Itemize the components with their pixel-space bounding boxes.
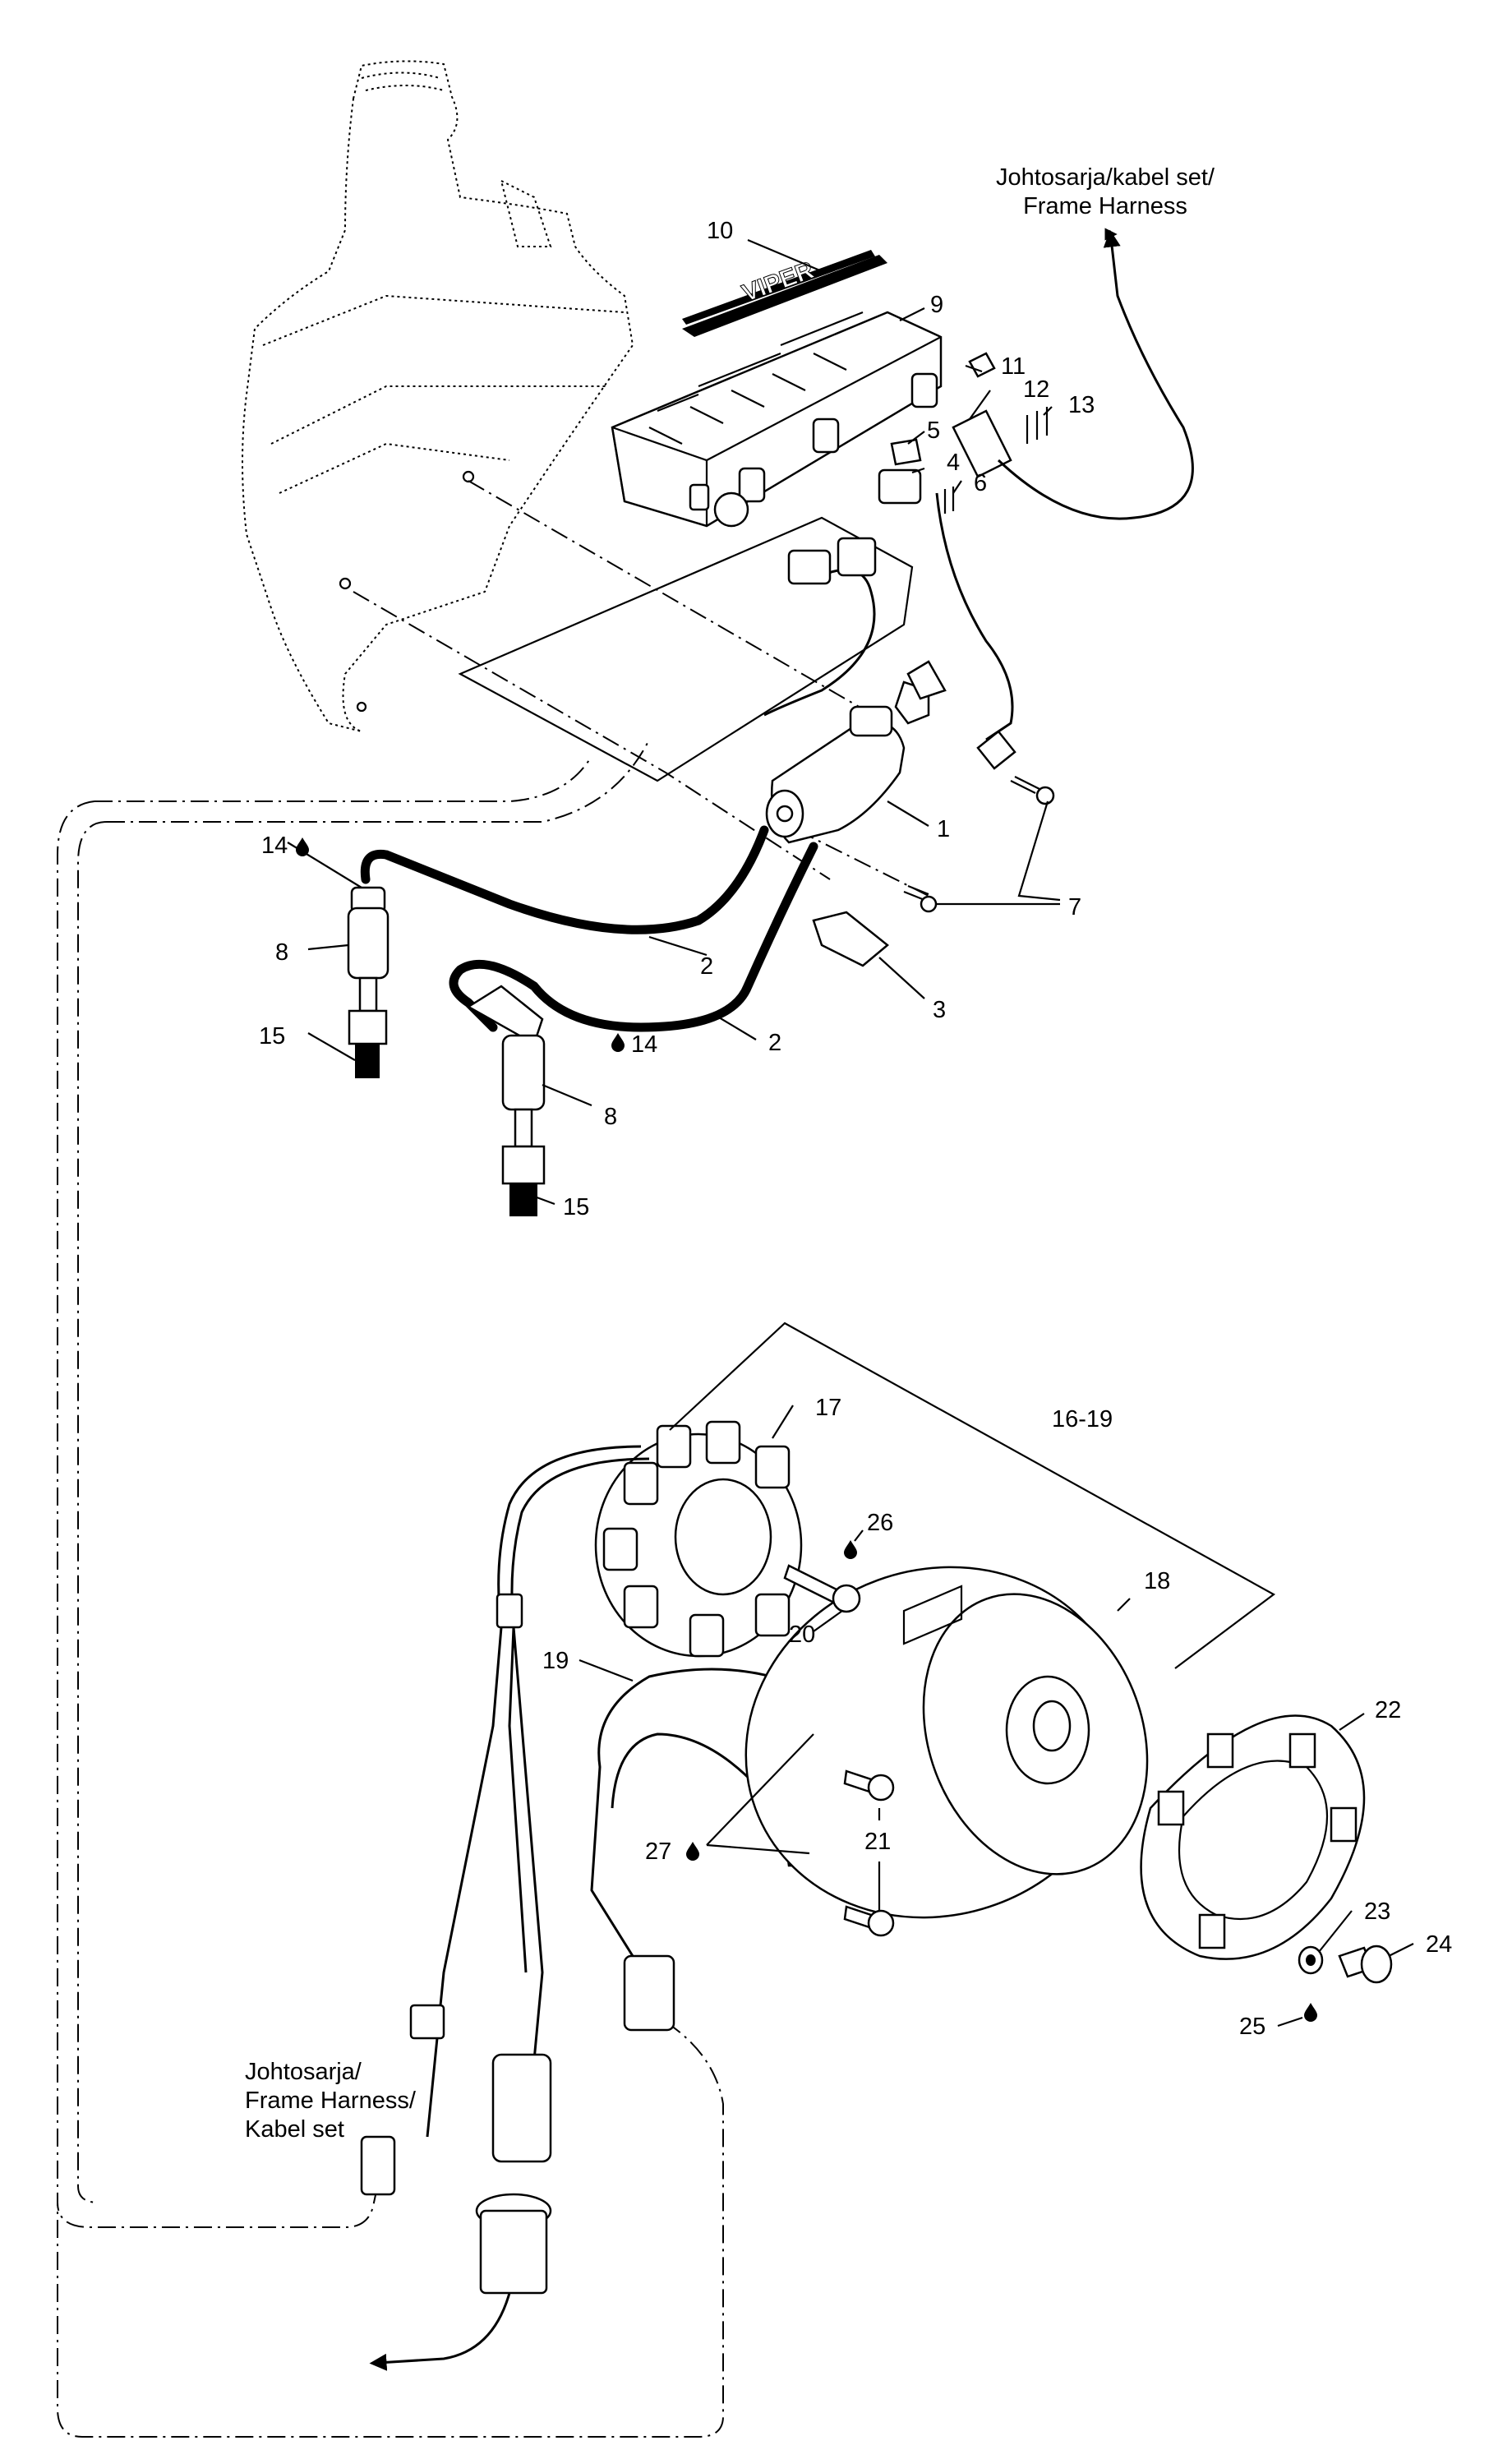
bolts [783,1564,895,1937]
spark-plug-cap-right [466,985,546,1111]
callout-21: 21 [864,1829,891,1855]
harness-bottom-line2: Frame Harness/ [245,2088,417,2114]
callout-7: 7 [1068,894,1081,920]
callout-10: 10 [707,218,733,244]
callout-16-19: 16-19 [1052,1406,1113,1432]
flywheel [744,1566,1149,1919]
callout-27: 27 [645,1838,671,1865]
callout-11: 11 [1001,353,1026,380]
callout-labels: Johtosarja/kabel set/ Frame Harness Joht… [245,164,1452,2143]
callout-8b: 8 [604,1104,617,1130]
callout-24: 24 [1426,1931,1452,1958]
spark-plug-left [348,976,388,1078]
harness-bottom-line1: Johtosarja/ [245,2059,362,2085]
stator-harness [360,1445,650,2371]
stator [594,1420,803,1658]
callout-15b: 15 [563,1194,589,1220]
harness-bottom-line3: Kabel set [245,2116,344,2143]
spark-plug-cables [360,825,818,1032]
callout-9: 9 [930,292,943,318]
assembly-lines [57,480,929,2438]
ignition-coil [765,680,930,844]
starter-cup [1140,1714,1366,1960]
harness-top-line1: Johtosarja/kabel set/ [996,164,1215,191]
callout-4: 4 [947,450,960,476]
cdi-module [611,311,943,528]
callout-20: 20 [789,1622,815,1648]
callout-14b: 14 [631,1031,657,1058]
callout-15a: 15 [259,1023,285,1050]
starter-cup-bolt [1338,1945,1393,1984]
spark-plug-right [501,1108,546,1216]
callout-22: 22 [1375,1697,1401,1723]
viper-decal: VIPER [682,250,887,337]
kit-bracket [669,1322,1276,1669]
small-hardware [812,352,1055,967]
callout-8a: 8 [275,939,288,966]
callout-12: 12 [1023,376,1049,403]
leader-lines [287,238,1414,2028]
callout-5: 5 [927,418,940,444]
callout-17: 17 [815,1395,841,1421]
callout-13: 13 [1068,392,1095,418]
callout-26: 26 [867,1510,893,1536]
spark-plug-cap-left [347,886,390,980]
callout-2b: 2 [768,1030,781,1056]
harness-top-line2: Frame Harness [1023,193,1187,219]
ecu-mount-outline [458,516,914,782]
callout-1: 1 [937,816,950,842]
callout-3: 3 [933,997,946,1023]
callout-2a: 2 [700,953,713,980]
callout-23: 23 [1364,1898,1390,1925]
callout-14a: 14 [261,833,288,859]
callout-6: 6 [974,470,987,496]
callout-19: 19 [542,1648,569,1674]
callout-18: 18 [1144,1568,1170,1594]
callout-25: 25 [1239,2014,1265,2040]
harness-wires [763,229,1194,741]
washer [1298,1945,1324,1975]
oil-tank [242,60,634,732]
